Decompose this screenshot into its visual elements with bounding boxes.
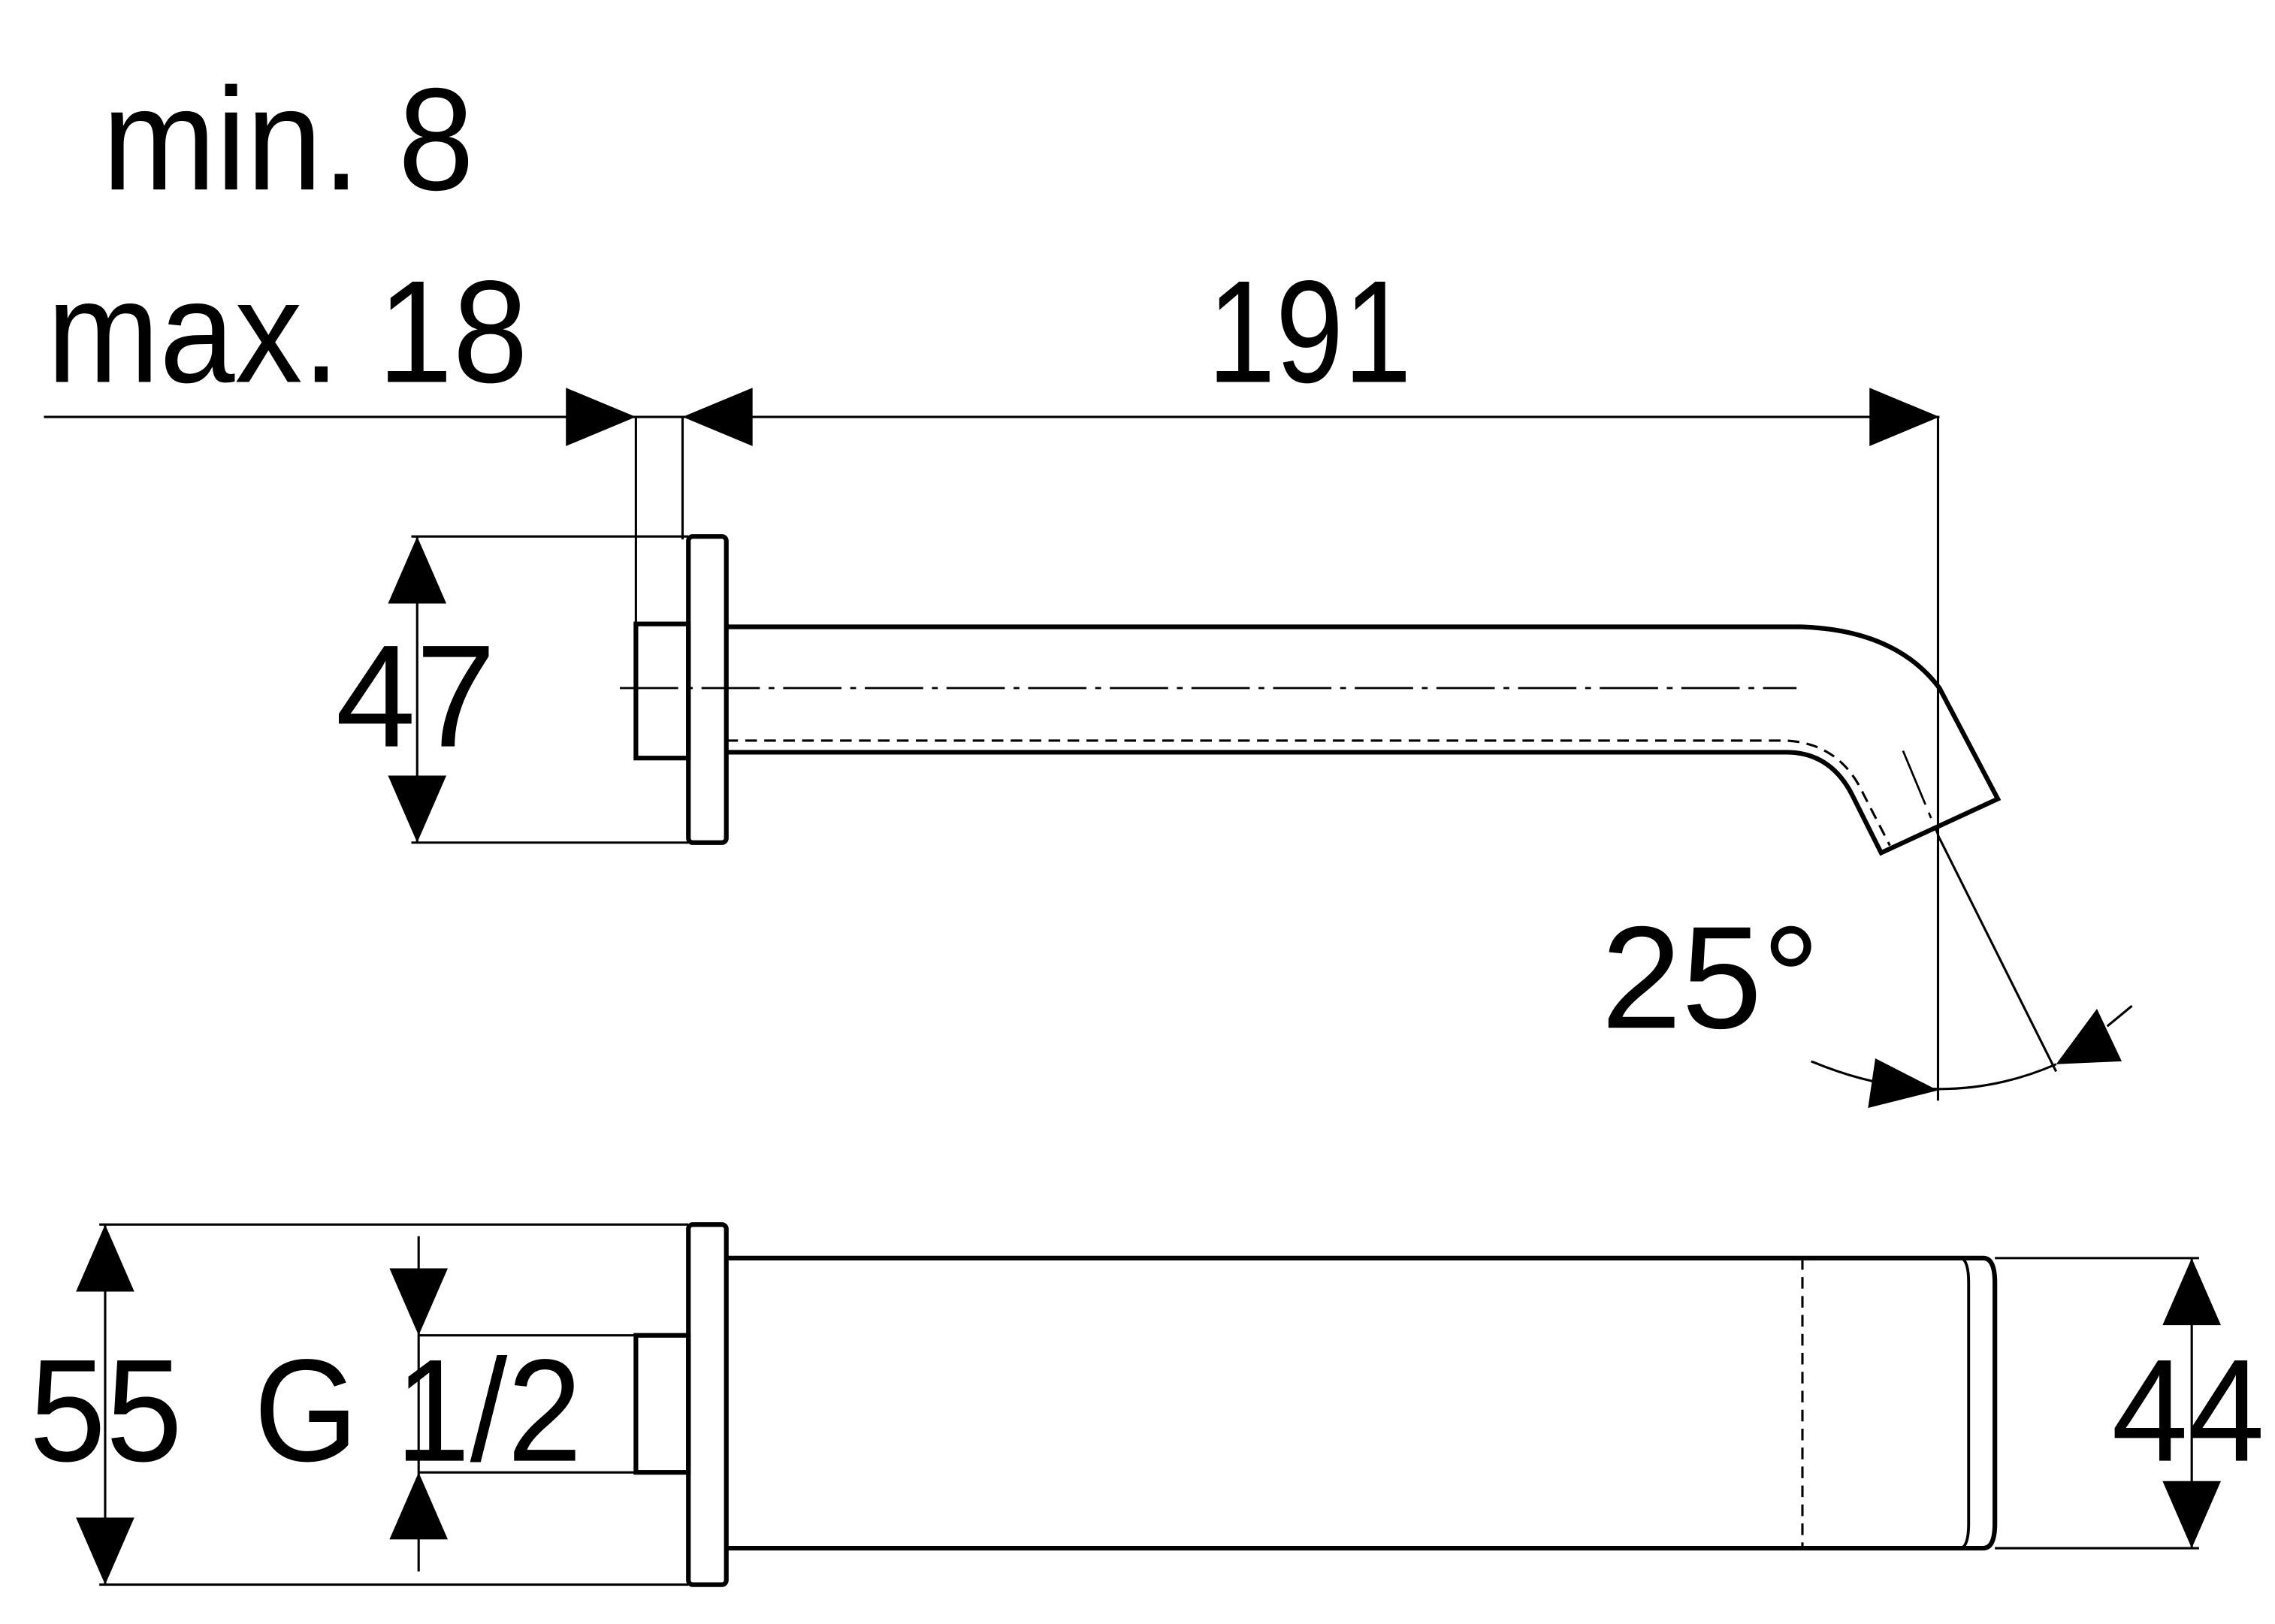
dim-height-label: 47 — [336, 615, 496, 778]
top-view: 55 G 1/2 44 — [29, 1222, 2264, 1587]
dim-width-label: 44 — [2111, 1330, 2264, 1493]
dim-angle-label: 25° — [1601, 896, 1820, 1059]
side-view: min. 8 max. 18 191 47 25° — [44, 58, 2133, 1108]
dim-length-label: 191 — [1207, 250, 1412, 413]
dim-max-label: max. 18 — [47, 250, 527, 413]
dim-min-label: min. 8 — [102, 58, 474, 221]
